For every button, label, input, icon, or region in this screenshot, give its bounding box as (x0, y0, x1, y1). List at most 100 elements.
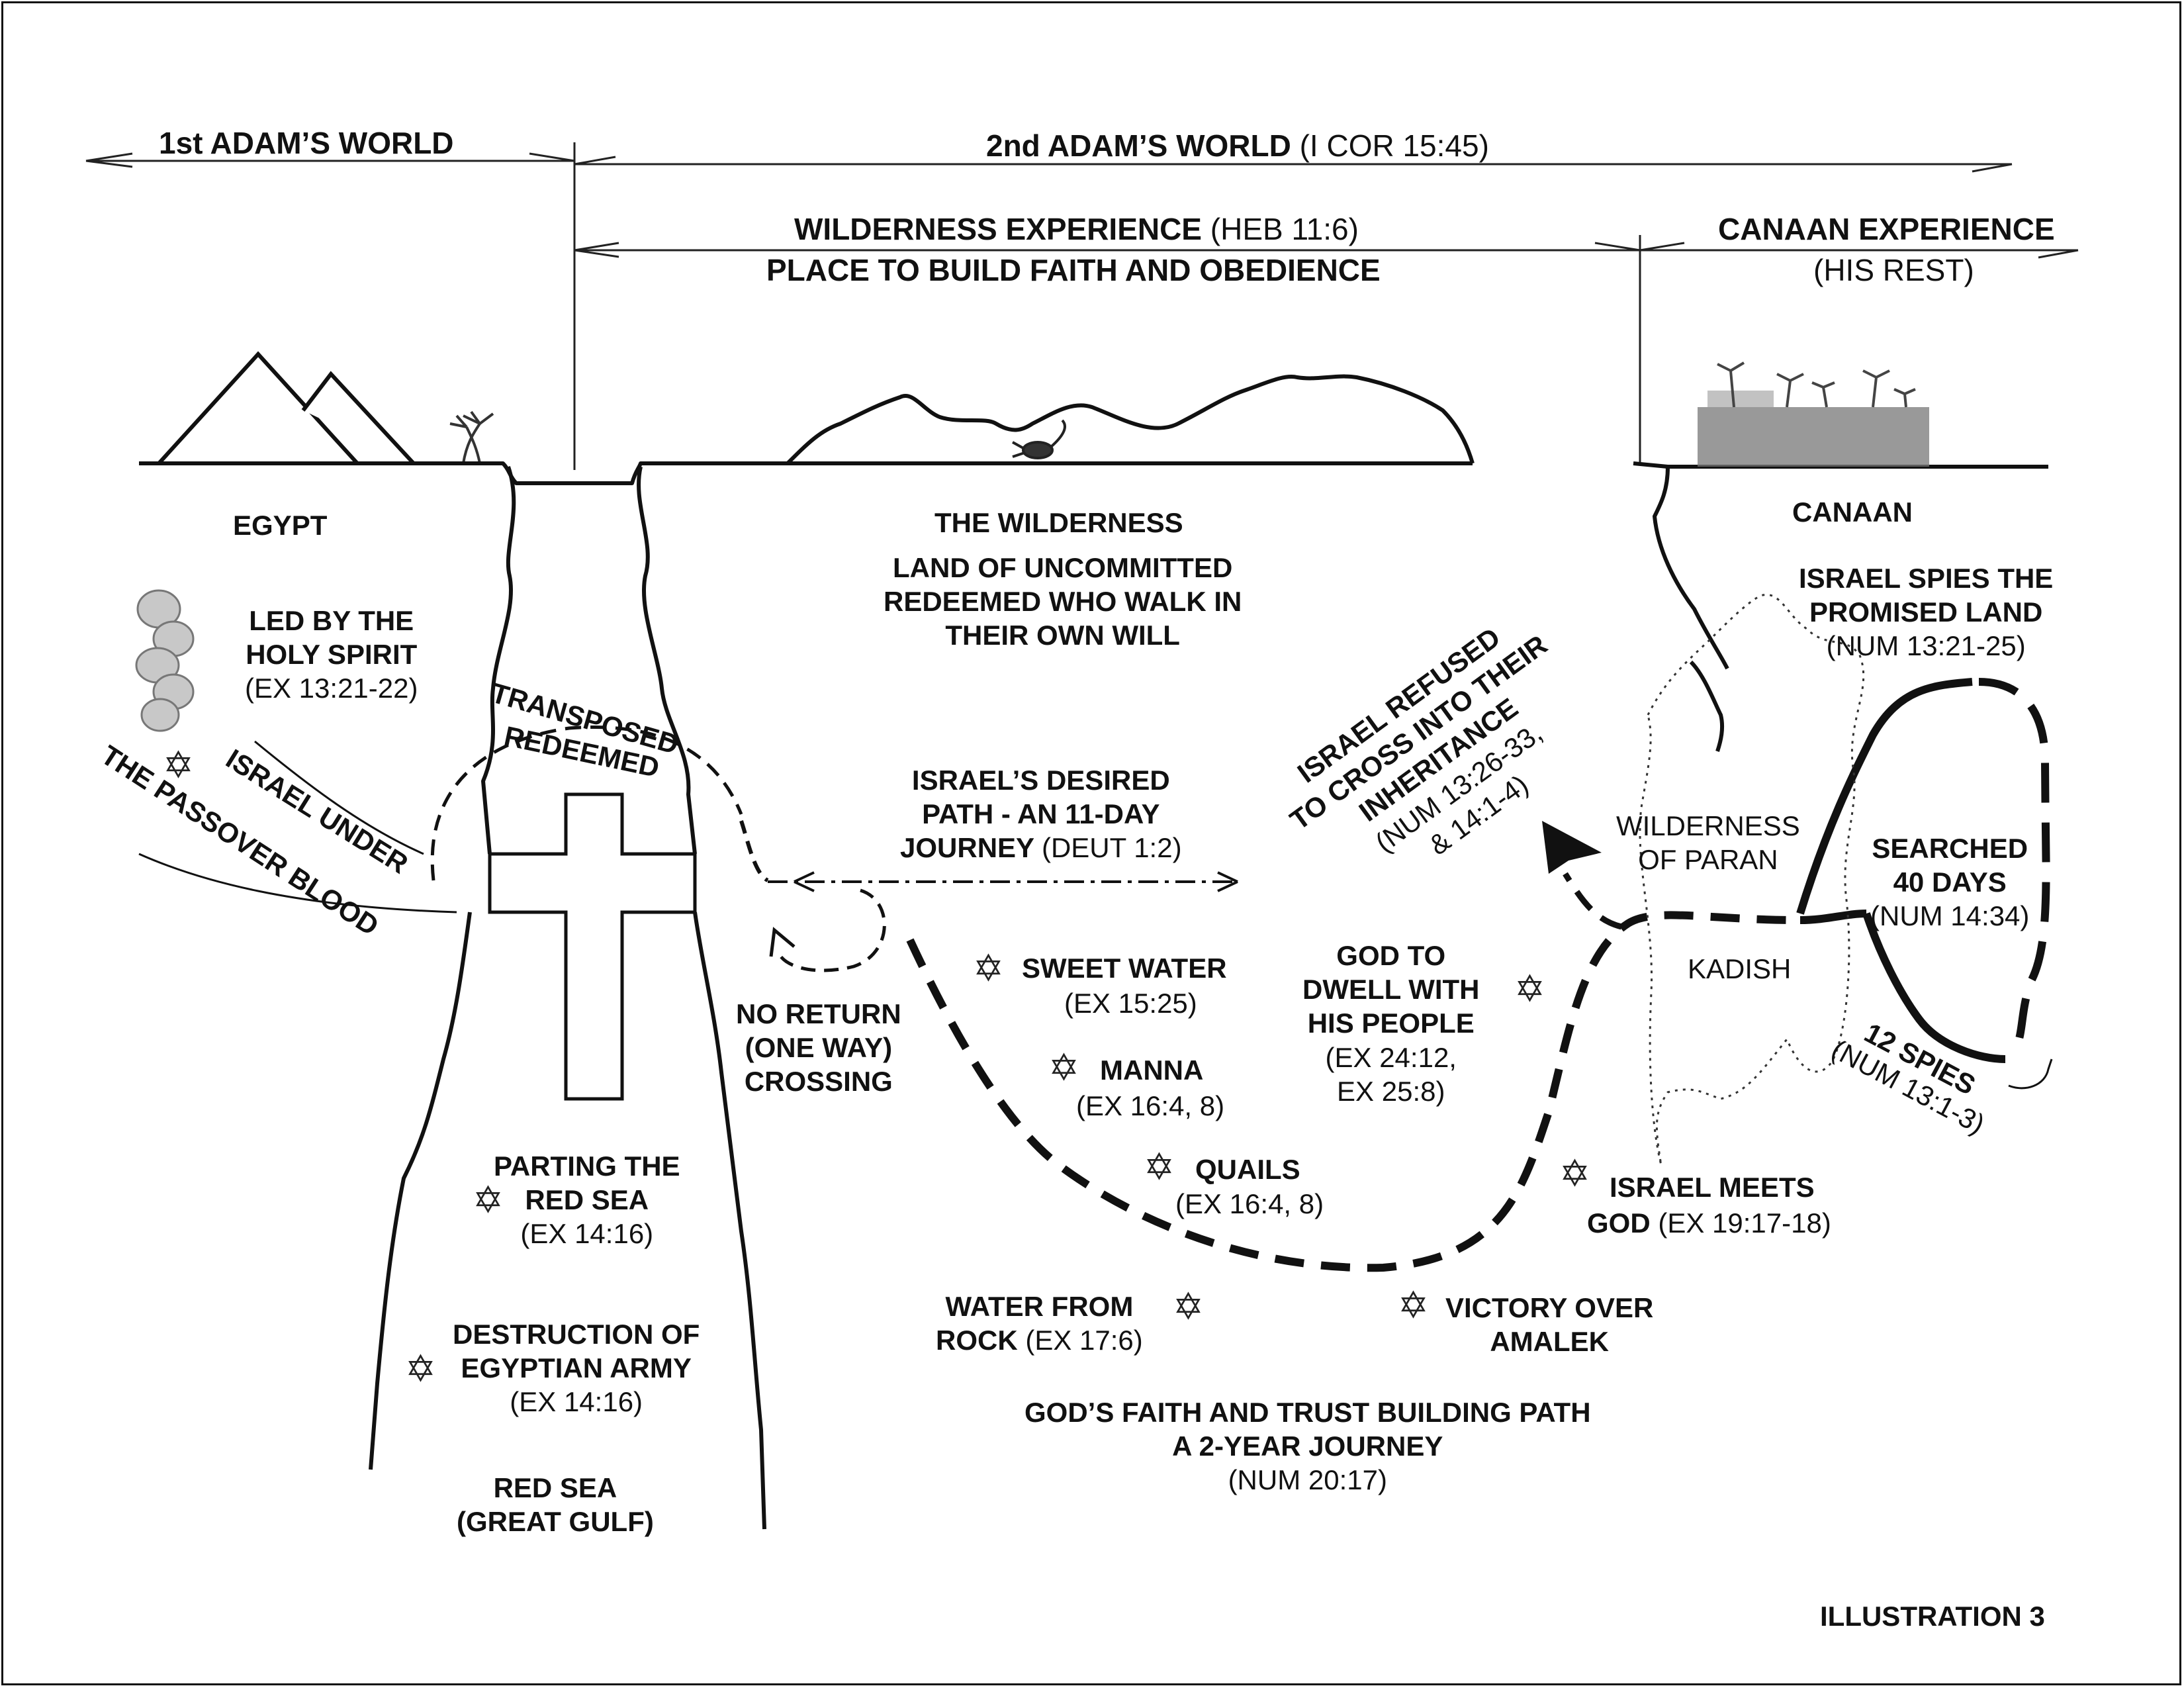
trust-path-line: A 2-YEAR JOURNEY (1172, 1430, 1443, 1462)
star-of-david-icon: ✡ (473, 1179, 504, 1221)
star-of-david-icon: ✡ (1048, 1047, 1079, 1088)
wilderness-desc-line: REDEEMED WHO WALK IN (884, 586, 1242, 618)
wilderness-experience-ref: (HEB 11:6) (1210, 212, 1359, 246)
israel-meets-god: GOD (1587, 1207, 1651, 1239)
spies-land-line: ISRAEL SPIES THE (1799, 563, 2054, 594)
wilderness-desc-line: LAND OF UNCOMMITTED (893, 552, 1233, 583)
star-of-david-icon: ✡ (1559, 1152, 1590, 1194)
no-return-line: NO RETURN (736, 998, 901, 1029)
cross-shape (488, 792, 697, 1101)
second-adams-world-label: 2nd ADAM’S WORLD (986, 128, 1291, 163)
destruction-line: DESTRUCTION OF (453, 1319, 700, 1350)
trust-path-line: GOD’S FAITH AND TRUST BUILDING PATH (1024, 1397, 1591, 1428)
star-of-david-icon: ✡ (163, 744, 194, 786)
dwell-line: HIS PEOPLE (1307, 1008, 1475, 1039)
searched-label: SEARCHED 40 DAYS (NUM 14:34) (1870, 831, 2029, 933)
palm-tree-icon (449, 410, 494, 464)
no-return-line: CROSSING (744, 1066, 893, 1098)
wilderness-experience-subtitle: PLACE TO BUILD FAITH AND OBEDIENCE (766, 253, 1381, 287)
pyramids (157, 351, 416, 465)
egypt-label: EGYPT (233, 510, 328, 541)
first-adams-world-title: 1st ADAM’S WORLD (159, 126, 454, 160)
desired-path-arrow (739, 820, 1238, 892)
israel-meets-label: ISRAEL MEETS (1610, 1172, 1815, 1203)
parting-line: RED SEA (525, 1184, 649, 1216)
searched-line: 40 DAYS (1893, 867, 2007, 898)
refused-arrow (1563, 872, 1623, 930)
searched-line: SEARCHED (1872, 833, 2028, 864)
red-sea-line: (GREAT GULF) (457, 1506, 654, 1538)
star-of-david-icon: ✡ (1144, 1146, 1175, 1188)
water-rock-ref: (EX 17:6) (1025, 1325, 1143, 1356)
water-rock-line: WATER FROM (945, 1291, 1134, 1322)
quails-label: QUAILS (1195, 1154, 1300, 1185)
wilderness-desc-line: THEIR OWN WILL (945, 620, 1180, 651)
red-sea-label: RED SEA (GREAT GULF) (457, 1471, 654, 1538)
destruction-label: DESTRUCTION OF EGYPTIAN ARMY (EX 14:16) (453, 1317, 700, 1419)
scorpion-icon (1012, 419, 1066, 459)
sweet-water-label: SWEET WATER (1022, 953, 1227, 984)
dwell-ref: EX 25:8) (1337, 1075, 1445, 1107)
led-by-spirit-label: LED BY THE HOLY SPIRIT (EX 13:21-22) (245, 604, 418, 706)
passover-arcs (138, 740, 457, 914)
refused-arrowhead (1542, 821, 1602, 874)
canaan-experience-title: CANAAN EXPERIENCE (1718, 212, 2055, 246)
wilderness-description: LAND OF UNCOMMITTED REDEEMED WHO WALK IN… (884, 551, 1242, 653)
no-return-arrow (769, 888, 886, 972)
dwell-line: DWELL WITH (1302, 974, 1480, 1006)
no-return-label: NO RETURN (ONE WAY) CROSSING (736, 997, 901, 1099)
led-by-ref: (EX 13:21-22) (245, 673, 418, 704)
water-rock-line: ROCK (936, 1325, 1018, 1356)
led-by-line: HOLY SPIRIT (246, 639, 418, 671)
dwell-ref: (EX 24:12, (1325, 1041, 1457, 1073)
quails-ref: (EX 16:4, 8) (1175, 1188, 1324, 1219)
header-span-lines (85, 142, 2079, 470)
faith-building-path (906, 911, 1801, 1272)
parting-line: PARTING THE (494, 1150, 680, 1182)
spies-promised-land-label: ISRAEL SPIES THE PROMISED LAND (NUM 13:2… (1799, 561, 2053, 663)
spies-land-ref: (NUM 13:21-25) (1826, 630, 2026, 662)
desired-path-line: PATH - AN 11-DAY (922, 798, 1160, 830)
star-of-david-icon: ✡ (973, 947, 1004, 989)
pillar-of-cloud-icon (135, 589, 195, 732)
destruction-line: EGYPTIAN ARMY (461, 1352, 692, 1384)
desired-path-label: ISRAEL’S DESIRED PATH - AN 11-DAY JOURNE… (900, 763, 1182, 865)
wilderness-experience-title: WILDERNESS EXPERIENCE (HEB 11:6) (794, 211, 1359, 248)
canaan-experience-subtitle: (HIS REST) (1813, 253, 1974, 287)
star-of-david-icon: ✡ (1514, 968, 1545, 1009)
desired-path-ref: (DEUT 1:2) (1041, 832, 1182, 864)
canaan-trees-icon (1698, 361, 1929, 467)
parting-ref: (EX 14:16) (520, 1218, 654, 1250)
red-sea-line: RED SEA (493, 1472, 617, 1503)
star-of-david-icon: ✡ (1173, 1286, 1204, 1327)
dwell-line: GOD TO (1336, 940, 1446, 971)
trust-building-path-label: GOD’S FAITH AND TRUST BUILDING PATH A 2-… (1024, 1395, 1591, 1497)
led-by-line: LED BY THE (249, 605, 414, 636)
second-adams-world-title: 2nd ADAM’S WORLD (I COR 15:45) (986, 127, 1489, 164)
illustration-number: ILLUSTRATION 3 (1820, 1601, 2045, 1632)
victory-label: VICTORY OVER AMALEK (1445, 1291, 1653, 1358)
wilderness-experience-label: WILDERNESS EXPERIENCE (794, 212, 1202, 246)
manna-label: MANNA (1100, 1055, 1204, 1086)
israel-meets-god-line: GOD (EX 19:17-18) (1587, 1206, 1831, 1240)
star-of-david-icon: ✡ (405, 1348, 436, 1389)
destruction-ref: (EX 14:16) (510, 1386, 643, 1418)
sweet-water-ref: (EX 15:25) (1064, 988, 1197, 1019)
star-of-david-icon: ✡ (1398, 1284, 1429, 1326)
desired-path-line: ISRAEL’S DESIRED (911, 765, 1170, 796)
transposed-arch (430, 726, 743, 881)
parting-red-sea-label: PARTING THE RED SEA (EX 14:16) (494, 1149, 680, 1251)
ground-outline (139, 461, 2048, 1530)
paran-boundary (1639, 593, 1865, 1166)
victory-line: AMALEK (1490, 1326, 1609, 1358)
victory-line: VICTORY OVER (1445, 1292, 1654, 1323)
paran-label: WILDERNESS OF PARAN (1616, 809, 1800, 876)
spies-loop (1796, 678, 2050, 1063)
kadish-label: KADISH (1688, 953, 1792, 984)
trust-path-ref: (NUM 20:17) (1228, 1464, 1387, 1496)
no-return-line: (ONE WAY) (745, 1032, 893, 1064)
water-from-rock-label: WATER FROM ROCK (EX 17:6) (936, 1289, 1143, 1357)
paran-line: OF PARAN (1638, 844, 1778, 876)
